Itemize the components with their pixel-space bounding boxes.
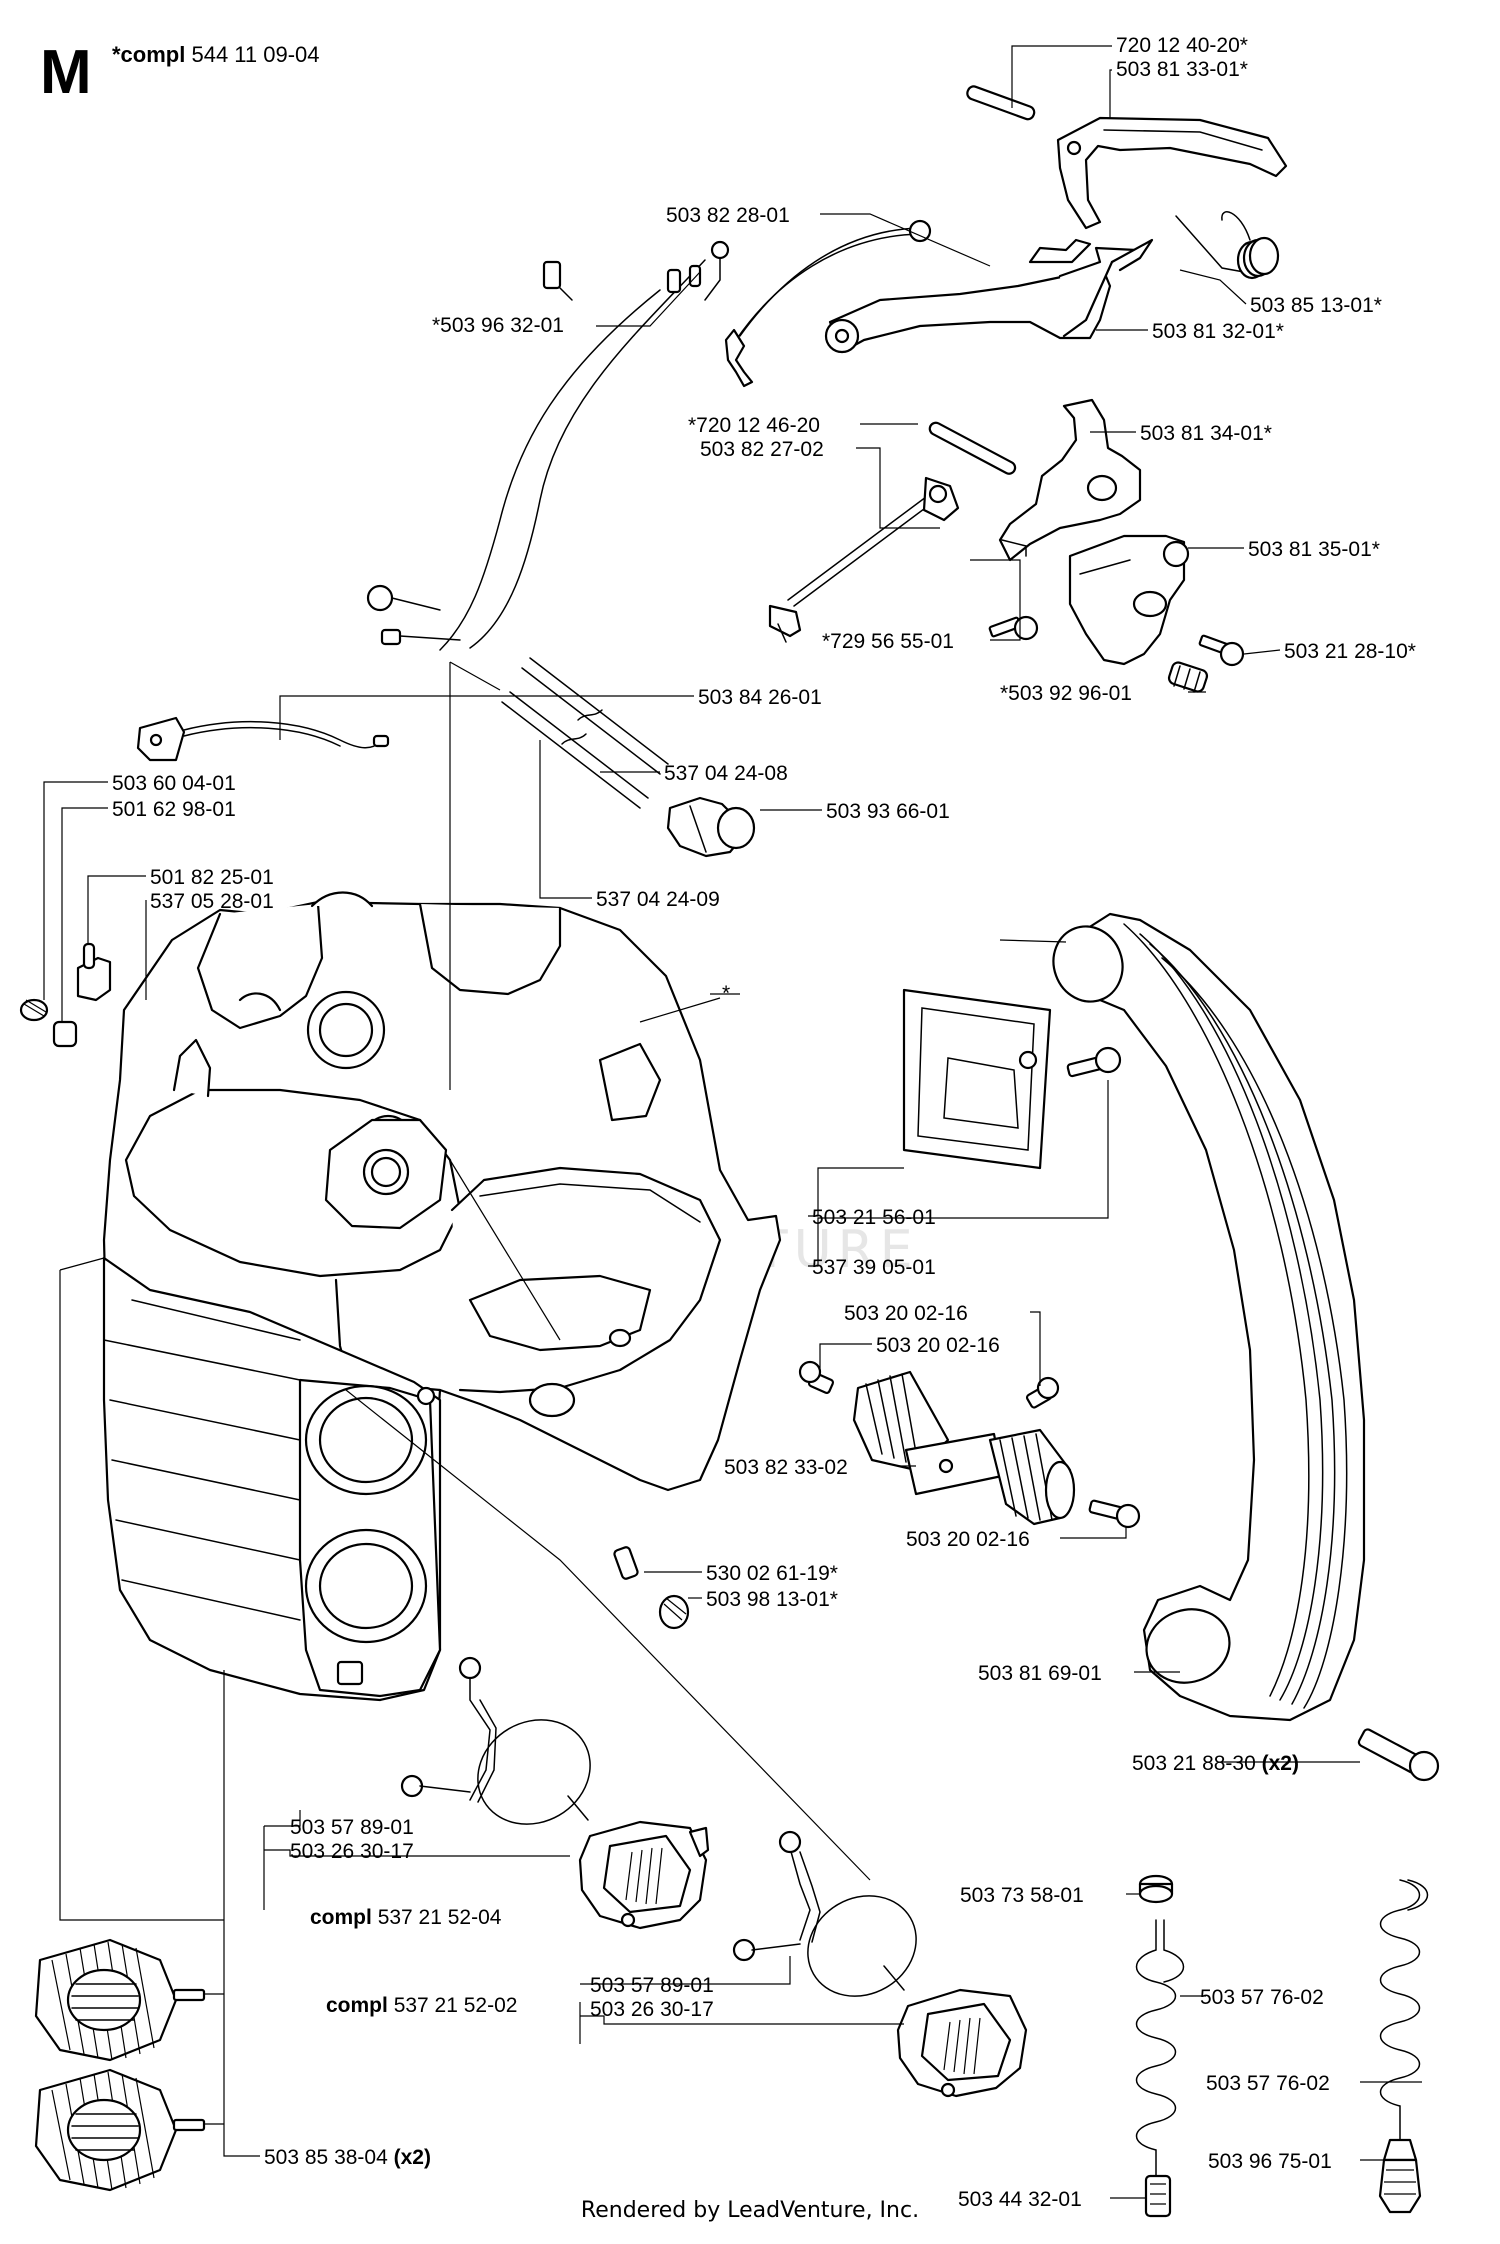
callout-720-12-46-20: *720 12 46-20 (688, 414, 820, 437)
vibration-damper (798, 1360, 1141, 1529)
part-drawings (19, 85, 1440, 2218)
callout-housing-asterisk: * (722, 982, 730, 1005)
throttle-lockout-lever (1056, 116, 1288, 230)
front-handle (1052, 912, 1440, 1782)
callout-503-21-88-30: 503 21 88-30 (x2) (1132, 1752, 1299, 1775)
wiring-harness (366, 240, 730, 651)
callout-503-84-26-01: 503 84 26-01 (698, 686, 822, 709)
callout-503-57-76-02-left: 503 57 76-02 (1200, 1986, 1324, 2009)
bushing-503-92-96-01 (1167, 661, 1209, 693)
primer-bulb (666, 796, 756, 858)
callout-530-02-61-19: 530 02 61-19* (706, 1562, 838, 1585)
fuel-hoses (501, 657, 669, 809)
callout-503-85-13-01: 503 85 13-01* (1250, 294, 1382, 317)
callout-503-98-13-01: 503 98 13-01* (706, 1588, 838, 1611)
callout-503-85-38-04: 503 85 38-04 (x2) (264, 2146, 431, 2169)
callout-503-96-75-01: 503 96 75-01 (1208, 2150, 1332, 2173)
pin-720-12-46-20 (928, 421, 1017, 475)
callout-503-81-33-01: 503 81 33-01* (1116, 58, 1248, 81)
callout-537-39-05-01: 537 39 05-01 (812, 1256, 936, 1279)
footer-credit: Rendered by LeadVenture, Inc. (580, 2198, 920, 2223)
callout-503-20-02-16-top: 503 20 02-16 (844, 1302, 968, 1325)
callout-503-57-76-02-right: 503 57 76-02 (1206, 2072, 1330, 2095)
fuel-cap-left (400, 1656, 710, 1930)
callout-729-56-55-01: *729 56 55-01 (822, 630, 954, 653)
callout-537-04-24-08: 537 04 24-08 (664, 762, 788, 785)
callout-503-82-27-02: 503 82 27-02 (700, 438, 824, 461)
callout-503-57-89-01-right: 503 57 89-01 (590, 1974, 714, 1997)
sheet-compl-header: *compl 544 11 09-04 (112, 42, 320, 68)
choke-lever (998, 398, 1142, 562)
air-deflector (902, 988, 1122, 1170)
callout-503-81-34-01: 503 81 34-01* (1140, 422, 1272, 445)
choke-rod (768, 476, 960, 643)
callout-503-20-02-16-mid: 503 20 02-16 (876, 1334, 1000, 1357)
callout-501-82-25-01: 501 82 25-01 (150, 866, 274, 889)
callout-720-12-40-20: 720 12 40-20* (1116, 34, 1248, 57)
callout-503-81-35-01: 503 81 35-01* (1248, 538, 1380, 561)
callout-503-44-32-01: 503 44 32-01 (958, 2188, 1082, 2211)
callout-compl-537-21-52-02: compl 537 21 52-02 (326, 1994, 517, 2017)
pin-720-12-40-20 (966, 85, 1036, 121)
callout-503-81-32-01: 503 81 32-01* (1152, 320, 1284, 343)
callout-501-62-98-01: 501 62 98-01 (112, 798, 236, 821)
fuel-hose-filter-right (1378, 1879, 1429, 2214)
leader-lines (43, 45, 1422, 2199)
callout-503-21-56-01: 503 21 56-01 (812, 1206, 936, 1229)
callout-537-05-28-01: 537 05 28-01 (150, 890, 274, 913)
throttle-trigger (824, 238, 1154, 354)
stop-switch (136, 716, 390, 762)
sheet-compl-number: 544 11 09-04 (191, 42, 320, 67)
callout-503-93-66-01: 503 93 66-01 (826, 800, 950, 823)
callout-labels: 720 12 40-20* 503 81 33-01* 503 82 28-01… (112, 34, 1416, 2211)
callout-503-96-32-01: *503 96 32-01 (432, 314, 564, 337)
callout-503-21-28-10: 503 21 28-10* (1284, 640, 1416, 663)
throttle-cable (724, 219, 932, 388)
spring-503-85-13-01 (1175, 211, 1280, 280)
screw-729-56-55-01 (988, 615, 1039, 641)
callout-503-73-58-01: 503 73 58-01 (960, 1884, 1084, 1907)
sheet-letter: M (40, 38, 92, 107)
fuel-tank-front (102, 1256, 442, 1702)
choke-plate (1068, 534, 1190, 666)
fuel-cap-right (732, 1830, 1028, 2098)
callout-503-82-28-01: 503 82 28-01 (666, 204, 790, 227)
fuel-hose-filter-left (1135, 1874, 1185, 2218)
screw-and-plug (613, 1546, 690, 1630)
sheet-compl-label: *compl (112, 42, 186, 67)
callout-503-82-33-02: 503 82 33-02 (724, 1456, 848, 1479)
callout-503-26-30-17-right: 503 26 30-17 (590, 1998, 714, 2021)
callout-503-20-02-16-low: 503 20 02-16 (906, 1528, 1030, 1551)
callout-503-57-89-01-left: 503 57 89-01 (290, 1816, 414, 1839)
callout-503-26-30-17-left: 503 26 30-17 (290, 1840, 414, 1863)
callout-503-60-04-01: 503 60 04-01 (112, 772, 236, 795)
screw-503-21-28-10 (1198, 634, 1245, 667)
callout-537-04-24-09: 537 04 24-09 (596, 888, 720, 911)
callout-503-81-69-01: 503 81 69-01 (978, 1662, 1102, 1685)
callout-compl-537-21-52-04: compl 537 21 52-04 (310, 1906, 502, 1929)
callout-503-92-96-01: *503 92 96-01 (1000, 682, 1132, 705)
av-buffers (34, 1938, 206, 2192)
